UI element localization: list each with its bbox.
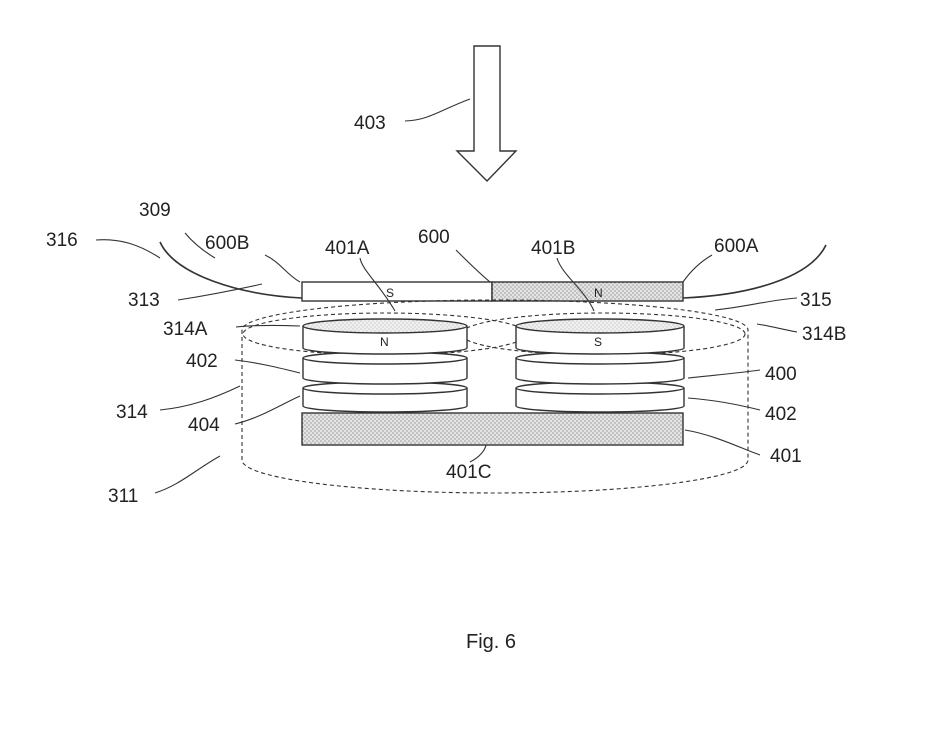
label-315: 315 [800,290,832,311]
magnet-stack-right: S [515,318,685,413]
pole-n-upper: N [594,286,603,300]
upper-bar-600b [301,281,493,302]
label-401a: 401A [325,238,370,259]
pole-n-magnet: N [380,335,389,349]
base-plate [301,412,684,446]
label-314b: 314B [802,324,846,345]
dashed-enclosure [241,299,749,494]
label-402-right: 402 [765,404,797,425]
figure-caption: Fig. 6 [466,631,516,653]
label-309: 309 [139,200,171,221]
pole-s-magnet: S [594,335,602,349]
label-401b: 401B [531,238,575,259]
label-403: 403 [354,113,386,134]
label-314: 314 [116,402,148,423]
pole-s-upper: S [386,286,394,300]
upper-bar-600a [491,281,684,302]
label-600b: 600B [205,233,249,254]
dashed-ellipse-314b [460,312,746,356]
label-402-left: 402 [186,351,218,372]
force-arrow [455,45,518,182]
label-600: 600 [418,227,450,248]
label-600a: 600A [714,236,759,257]
curved-surface [159,241,827,299]
label-404: 404 [188,415,220,436]
label-311: 311 [108,486,138,507]
magnet-stack-left: N [302,318,468,413]
label-401: 401 [770,446,802,467]
label-400: 400 [765,364,797,385]
label-401c: 401C [446,462,491,483]
leader-lines [95,98,798,494]
label-313: 313 [128,290,160,311]
label-316: 316 [46,230,78,251]
label-314a: 314A [163,319,208,340]
